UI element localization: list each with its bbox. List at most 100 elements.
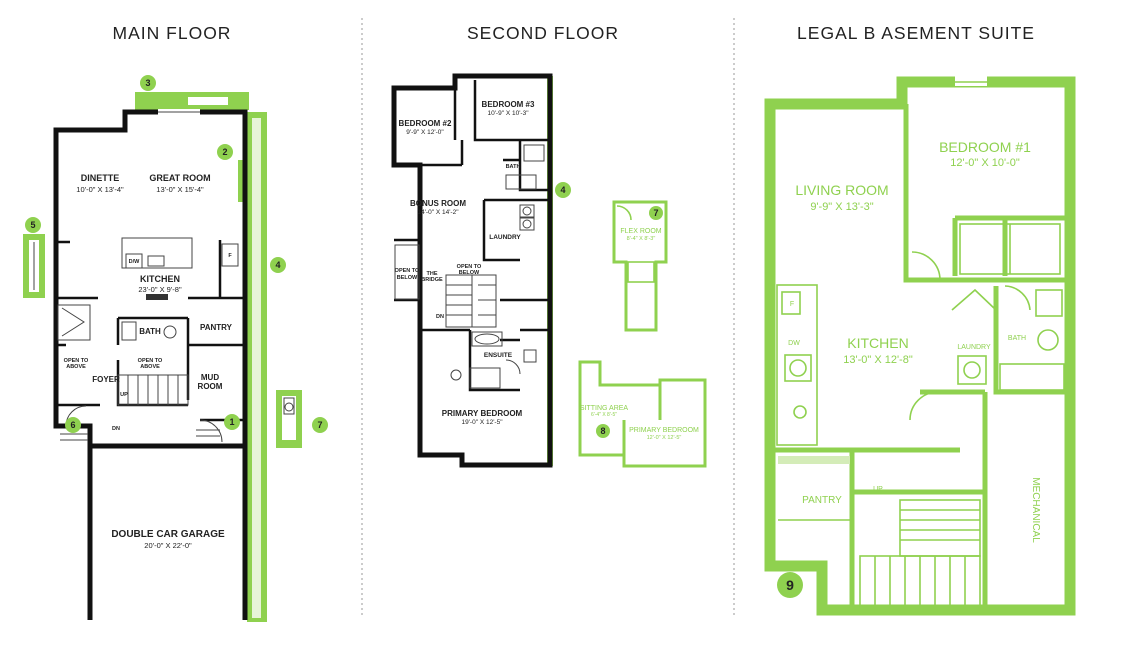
badge-7-main: 7 — [312, 417, 328, 433]
main-option-5-box — [23, 234, 45, 298]
second-bridge-label-b: BRIDGE — [421, 277, 443, 283]
second-bedroom2-dim: 9'-9" X 12'-0" — [406, 129, 444, 136]
second-bonus-dim: 14'-0" X 14'-2" — [417, 209, 459, 216]
second-flex-room-dim: 8'-4" X 8'-3" — [627, 236, 656, 242]
main-green-window-marker — [238, 160, 243, 202]
badge-4-second: 4 — [555, 182, 571, 198]
main-kitchen-sink — [147, 255, 165, 267]
second-bath-label: BATH — [506, 164, 521, 170]
svg-text:4: 4 — [560, 185, 565, 195]
main-bath-toilet — [163, 325, 177, 339]
main-great-room-dim: 13'-0" X 15'-4" — [156, 185, 204, 194]
second-ensuite-label: ENSUITE — [484, 352, 513, 359]
badge-4-main: 4 — [270, 257, 286, 273]
basement-laundry-label: LAUNDRY — [957, 344, 991, 351]
main-open-above-1: OPEN TO — [64, 358, 89, 364]
basement-up-label: UP — [873, 486, 883, 493]
main-dinette-label: DINETTE — [81, 173, 120, 183]
main-up-label: UP — [120, 392, 128, 398]
second-opt-primary-label: PRIMARY BEDROOM — [629, 427, 699, 434]
main-bath-label: BATH — [139, 327, 161, 336]
second-primary-dim: 19'-0" X 12'-5" — [461, 419, 503, 426]
second-bedroom3-label: BEDROOM #3 — [482, 100, 535, 109]
svg-text:6: 6 — [70, 420, 75, 430]
second-option-flex-room: FLEX ROOM 8'-4" X 8'-3" — [612, 200, 668, 332]
basement-living-label: LIVING ROOM — [795, 182, 888, 198]
badge-6: 6 — [65, 417, 81, 433]
badge-5: 5 — [25, 217, 41, 233]
second-floor-plan: BEDROOM #2 9'-9" X 12'-0" BEDROOM #3 10'… — [391, 73, 707, 468]
main-kitchen-island — [121, 237, 193, 269]
second-open-below-2b: BELOW — [459, 270, 480, 276]
basement-living-dim: 9'-9" X 13'-3" — [810, 201, 873, 213]
main-pantry-label: PANTRY — [200, 323, 233, 332]
svg-text:8: 8 — [600, 426, 605, 436]
basement-exterior-walls — [764, 76, 1076, 616]
second-bedroom2-label: BEDROOM #2 — [399, 119, 452, 128]
second-option-sitting-area: SITTING AREA 6'-4" X 8'-5" PRIMARY BEDRO… — [578, 360, 707, 468]
badge-3: 3 — [140, 75, 156, 91]
second-interior-walls — [394, 80, 550, 392]
main-kitchen-label: KITCHEN — [140, 274, 180, 284]
basement-pantry-label: PANTRY — [802, 495, 842, 506]
second-open-below-1b: BELOW — [397, 275, 418, 281]
second-sitting-dim: 6'-4" X 8'-5" — [591, 412, 617, 418]
main-green-top-window — [188, 97, 228, 105]
main-mud-room-label: MUD — [201, 373, 219, 382]
second-primary-label: PRIMARY BEDROOM — [442, 409, 523, 418]
main-dinette-dim: 10'-0" X 13'-4" — [76, 185, 124, 194]
second-flex-room-label: FLEX ROOM — [620, 228, 661, 235]
main-kitchen-dw — [125, 253, 143, 269]
basement-bedroom-window — [955, 76, 987, 86]
main-open-above-2b: ABOVE — [140, 364, 160, 370]
second-open-below-1: OPEN TO — [395, 268, 420, 274]
second-sitting-label: SITTING AREA — [580, 405, 629, 412]
second-bridge-label: THE — [427, 271, 438, 277]
basement-dw-label: DW — [788, 340, 800, 347]
basement-heading: LEGAL B ASEMENT SUITE — [797, 23, 1035, 43]
badge-7-second: 7 — [649, 206, 663, 220]
main-floor-plan: DINETTE 10'-0" X 13'-4" GREAT ROOM 13'-0… — [23, 75, 328, 622]
basement-interior-walls — [775, 104, 1065, 610]
second-opt-primary-dim: 12'-0" X 12'-5" — [647, 435, 682, 441]
basement-plan: LIVING ROOM 9'-9" X 13'-3" BEDROOM #1 12… — [764, 76, 1076, 616]
main-stove — [146, 294, 168, 300]
badge-2: 2 — [217, 144, 233, 160]
second-dn-label: DN — [436, 314, 444, 320]
main-stairs — [117, 374, 189, 406]
basement-stairs — [859, 499, 981, 607]
main-bath-sink — [121, 321, 137, 341]
second-floor-heading: SECOND FLOOR — [467, 23, 619, 43]
svg-text:7: 7 — [317, 420, 322, 430]
svg-text:7: 7 — [653, 208, 658, 218]
badge-8: 8 — [596, 424, 610, 438]
svg-text:5: 5 — [30, 220, 35, 230]
second-bonus-label: BONUS ROOM — [410, 199, 466, 208]
second-bedroom3-dim: 10'-9" X 10'-3" — [487, 110, 529, 117]
main-great-room-label: GREAT ROOM — [149, 173, 210, 183]
main-open-above-1b: ABOVE — [66, 364, 86, 370]
main-floor-heading: MAIN FLOOR — [113, 23, 232, 43]
basement-fridge-label: F — [790, 301, 794, 308]
basement-counter — [776, 284, 818, 446]
main-foyer-label: FOYER — [92, 375, 120, 384]
svg-text:3: 3 — [145, 78, 150, 88]
main-fridge-box — [221, 243, 239, 267]
svg-text:9: 9 — [786, 577, 794, 593]
main-option-7-box — [276, 390, 302, 448]
main-kitchen-dim: 23'-0" X 9'-8" — [138, 285, 182, 294]
main-closet — [57, 304, 91, 341]
main-open-above-2: OPEN TO — [138, 358, 163, 364]
basement-mechanical-label: MECHANICAL — [1030, 477, 1041, 543]
second-open-below-2: OPEN TO — [457, 264, 482, 270]
basement-kitchen-label: KITCHEN — [847, 335, 908, 351]
badge-9: 9 — [777, 572, 803, 598]
main-green-side-inner — [252, 118, 261, 618]
basement-kitchen-dim: 13'-0" X 12'-8" — [843, 354, 913, 366]
main-garage-dim: 20'-0" X 22'-0" — [144, 541, 192, 550]
basement-bedroom1-label: BEDROOM #1 — [939, 139, 1031, 155]
basement-bedroom1-dim: 12'-0" X 10'-0" — [950, 157, 1020, 169]
main-mud-room-label-b: ROOM — [198, 382, 223, 391]
second-laundry-label: LAUNDRY — [489, 234, 521, 241]
